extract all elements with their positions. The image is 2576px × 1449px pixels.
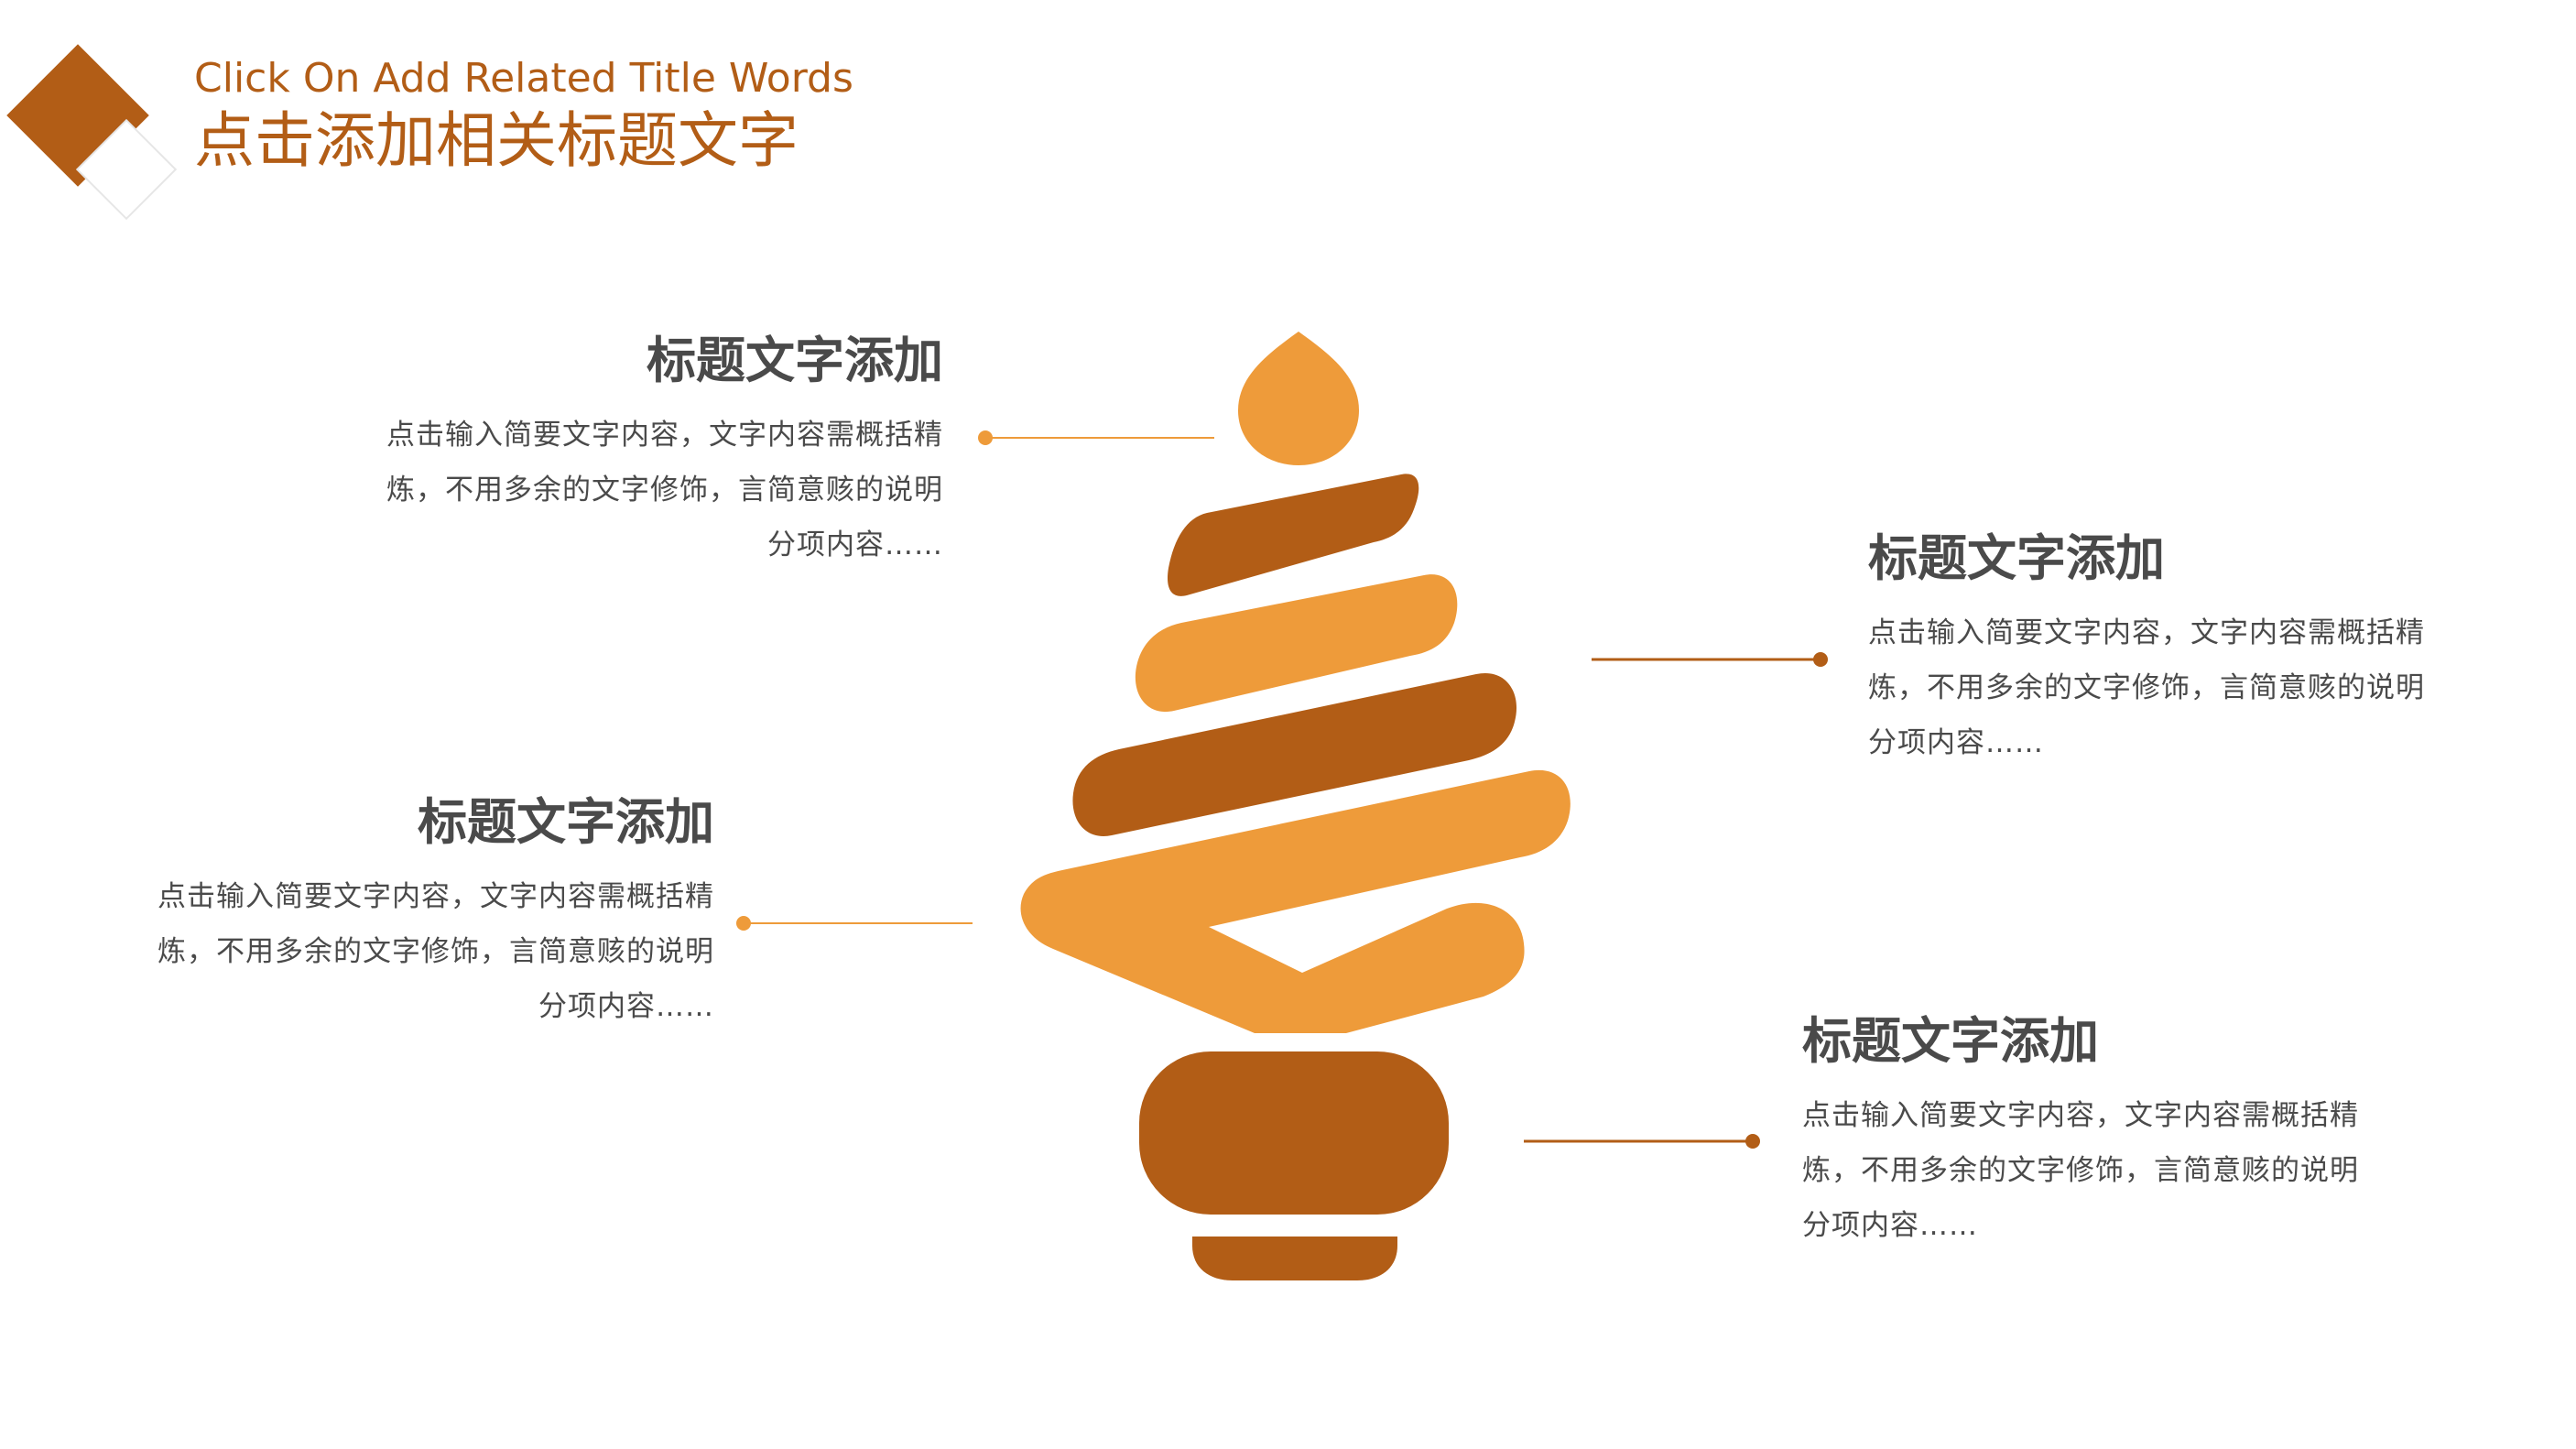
block-heading: 标题文字添加 <box>1802 1012 2099 1070</box>
page-title-english: Click On Add Related Title Words <box>194 55 853 102</box>
connector-3 <box>736 916 973 931</box>
connector-1 <box>978 430 1214 445</box>
block-heading: 标题文字添加 <box>647 332 943 389</box>
bulb-stripe-3 <box>1072 672 1517 836</box>
block-body: 点击输入简要文字内容，文字内容需概括精炼，不用多余的文字修饰，言简意赅的说明分项… <box>158 879 714 1023</box>
text-block-top-left: 标题文字添加 点击输入简要文字内容，文字内容需概括精炼，不用多余的文字修饰，言简… <box>375 332 943 572</box>
logo-diamonds <box>6 44 178 221</box>
text-block-bottom-left: 标题文字添加 点击输入简要文字内容，文字内容需概括精炼，不用多余的文字修饰，言简… <box>147 793 714 1034</box>
bulb-drop <box>1238 332 1359 465</box>
bulb-stripe-1 <box>1167 474 1419 596</box>
block-body: 点击输入简要文字内容，文字内容需概括精炼，不用多余的文字修饰，言简意赅的说明分项… <box>1868 616 2425 759</box>
block-body: 点击输入简要文字内容，文字内容需概括精炼，不用多余的文字修饰，言简意赅的说明分项… <box>386 418 943 561</box>
text-block-top-right: 标题文字添加 点击输入简要文字内容，文字内容需概括精炼，不用多余的文字修饰，言简… <box>1868 529 2436 770</box>
block-body: 点击输入简要文字内容，文字内容需概括精炼，不用多余的文字修饰，言简意赅的说明分项… <box>1802 1098 2359 1242</box>
block-heading: 标题文字添加 <box>1868 529 2165 587</box>
bulb-cap <box>1192 1237 1397 1280</box>
logo-diamond-white <box>75 118 178 221</box>
bulb-zigzag <box>1020 769 1571 1033</box>
block-heading: 标题文字添加 <box>418 793 714 851</box>
bulb-stripe-2 <box>1135 574 1458 713</box>
connector-2 <box>1592 652 1828 667</box>
bulb-base <box>1139 1051 1449 1215</box>
connector-4 <box>1524 1134 1760 1149</box>
page-title-chinese: 点击添加相关标题文字 <box>194 105 799 176</box>
text-block-bottom-right: 标题文字添加 点击输入简要文字内容，文字内容需概括精炼，不用多余的文字修饰，言简… <box>1802 1012 2370 1253</box>
